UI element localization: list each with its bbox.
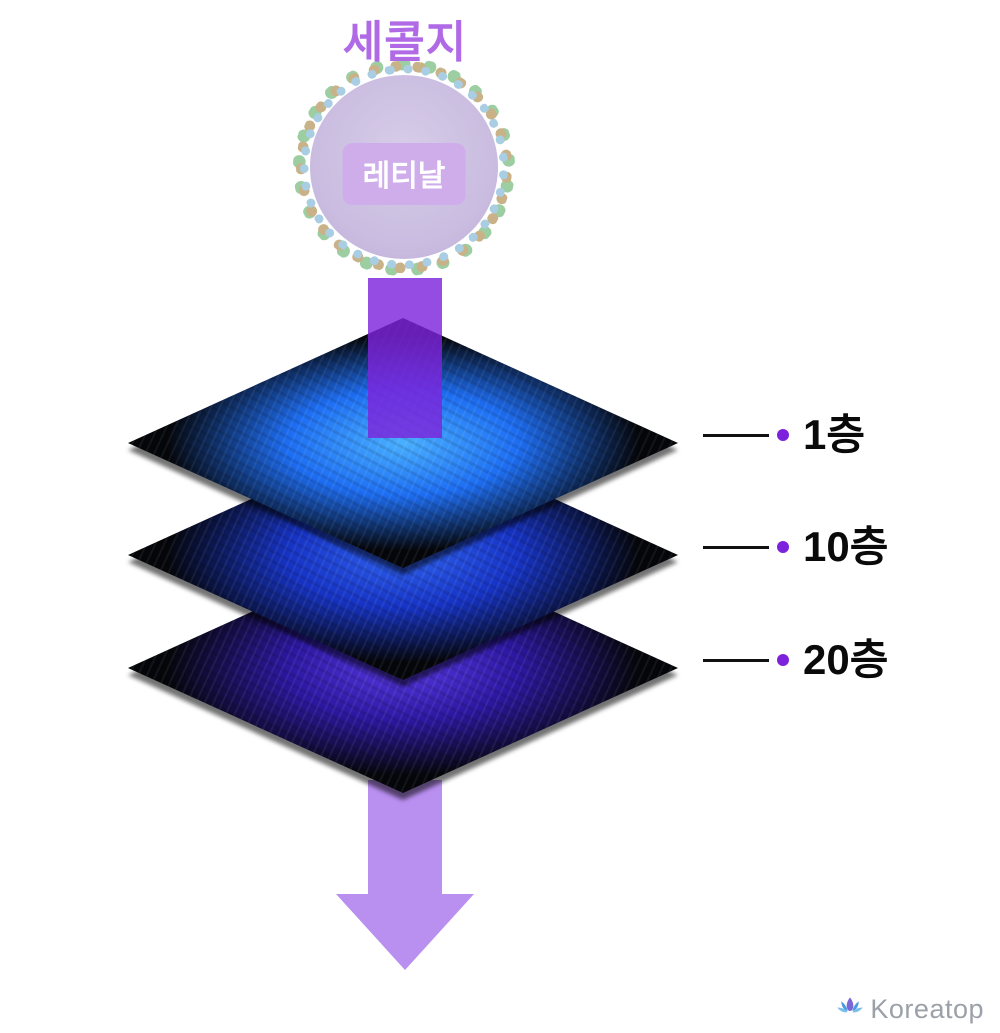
layer-callout-3: 20층 — [703, 635, 888, 685]
layer-label-2: 10층 — [803, 523, 889, 570]
callout-line — [703, 545, 769, 549]
layer-label-1: 1층 — [803, 411, 865, 458]
callout-dot — [777, 654, 789, 666]
page-title: 세콜지 — [342, 18, 468, 67]
absorption-arrow-head — [336, 894, 474, 970]
layer-label-3: 20층 — [803, 636, 889, 683]
liposome-capsule: 레티날 — [280, 45, 528, 289]
callout-line — [703, 433, 769, 437]
penetration-arrow-shaft — [368, 278, 442, 438]
layer-callout-1: 1층 — [703, 410, 865, 460]
watermark-logo: Koreatop — [836, 994, 984, 1025]
lotus-icon — [836, 996, 864, 1023]
callout-dot — [777, 541, 789, 553]
capsule-label: 레티날 — [342, 142, 466, 205]
callout-line — [703, 658, 769, 662]
watermark-text: Koreatop — [870, 994, 984, 1024]
callout-dot — [777, 429, 789, 441]
absorption-arrow-shaft — [368, 780, 442, 896]
layer-callout-2: 10층 — [703, 522, 888, 572]
